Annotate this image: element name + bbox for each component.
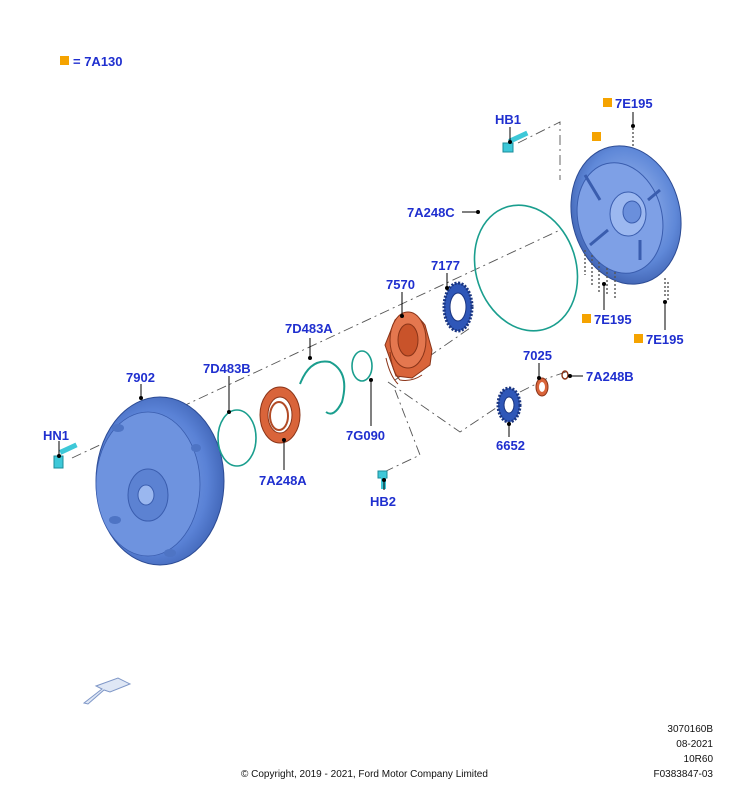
7a130-markers <box>582 98 643 343</box>
label-7e195-bottom: 7E195 <box>646 332 684 347</box>
label-6652: 6652 <box>496 438 525 453</box>
label-7e195-mid: 7E195 <box>594 312 632 327</box>
legend: = 7A130 <box>60 54 123 69</box>
label-7177: 7177 <box>431 258 460 273</box>
snap-ring-7d483a <box>299 360 346 415</box>
gear-6652 <box>496 386 522 424</box>
copyright-text: © Copyright, 2019 - 2021, Ford Motor Com… <box>241 769 488 780</box>
stator-7570 <box>384 311 433 385</box>
label-7025: 7025 <box>523 348 552 363</box>
seal-7025 <box>535 377 549 397</box>
direction-arrow-icon <box>82 677 132 705</box>
gear-7177 <box>442 281 474 333</box>
o-ring-7a248c <box>473 204 579 332</box>
label-7a248b: 7A248B <box>586 369 634 384</box>
footer-code: 3070160B <box>667 724 713 735</box>
label-7g090: 7G090 <box>346 428 385 443</box>
footer-date: 08-2021 <box>676 739 713 750</box>
label-7a248a: 7A248A <box>259 473 307 488</box>
torque-converter <box>95 396 225 566</box>
pump-housing <box>570 132 682 285</box>
ring-7d483b <box>217 409 257 467</box>
label-hb1: HB1 <box>495 112 521 127</box>
label-hb2: HB2 <box>370 494 396 509</box>
pump-7a130-marker <box>592 132 601 141</box>
leader-dots <box>57 124 667 482</box>
footer-ref: F0383847-03 <box>653 769 714 780</box>
label-7d483a: 7D483A <box>285 321 333 336</box>
pump-bolts <box>584 128 669 300</box>
seal-7a248a <box>259 386 301 444</box>
legend-text: = 7A130 <box>73 54 123 69</box>
label-7d483b: 7D483B <box>203 361 251 376</box>
label-7570: 7570 <box>386 277 415 292</box>
legend-swatch <box>60 56 69 65</box>
label-7902: 7902 <box>126 370 155 385</box>
label-hn1: HN1 <box>43 428 69 443</box>
ring-7g090 <box>351 350 373 382</box>
o-ring-7a248b <box>561 370 569 380</box>
bolt-hb1 <box>502 130 529 153</box>
label-7e195-top: 7E195 <box>615 96 653 111</box>
footer-model: 10R60 <box>683 754 713 765</box>
label-7a248c: 7A248C <box>407 205 455 220</box>
